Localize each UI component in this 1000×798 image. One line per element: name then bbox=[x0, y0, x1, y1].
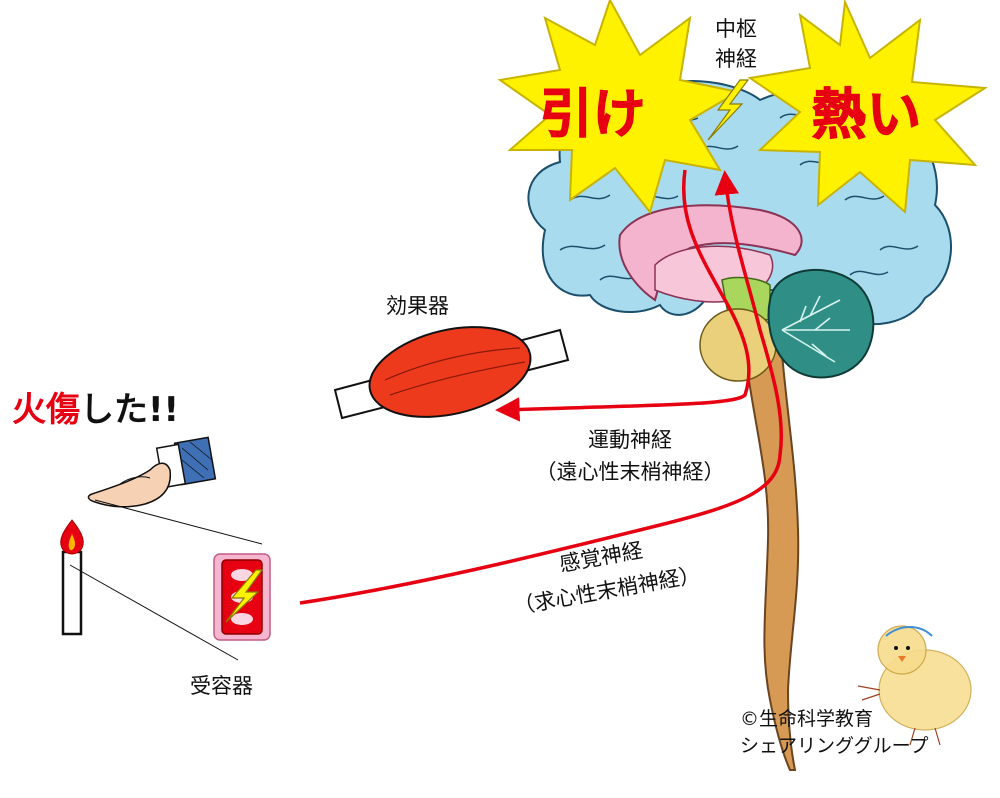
effector-label: 効果器 bbox=[386, 294, 449, 318]
motor-descending-path bbox=[495, 169, 751, 422]
central-nerve-label: 中枢 神経 bbox=[708, 14, 764, 74]
muscle-fibers bbox=[384, 347, 526, 396]
cerebellum bbox=[767, 268, 875, 379]
pointing-hand-icon bbox=[87, 436, 217, 508]
effector-muscle bbox=[368, 326, 532, 418]
motor-nerve-label: 運動神経 （遠心性末梢神経） bbox=[524, 424, 736, 488]
credit-line1: ©生命科学教育 bbox=[740, 708, 874, 730]
callout-line-bottom bbox=[69, 564, 239, 661]
chick-doodle-icon bbox=[857, 625, 972, 746]
burst-left bbox=[497, 0, 741, 215]
receptor-label: 受容器 bbox=[190, 674, 253, 698]
limbic-region bbox=[618, 204, 803, 302]
central-nerve-line1: 中枢 bbox=[715, 17, 757, 41]
cerebellum-branches bbox=[781, 295, 850, 363]
spinal-cord bbox=[740, 329, 800, 771]
burst-right bbox=[747, 0, 989, 215]
motor-nerve-sub: （遠心性末梢神経） bbox=[535, 460, 725, 484]
candle-body bbox=[61, 550, 83, 636]
receptor-lightning-icon bbox=[225, 569, 264, 623]
credit-label: ©生命科学教育 シェアリンググループ bbox=[740, 706, 928, 760]
title-red-part: 火傷 bbox=[12, 390, 80, 430]
title-burned: 火傷した!! bbox=[12, 382, 179, 431]
central-nerve-line2: 神経 bbox=[715, 47, 757, 71]
motor-nerve-name: 運動神経 bbox=[588, 428, 672, 452]
burst-right-text: 熱い bbox=[811, 82, 922, 147]
callout-line-top bbox=[94, 499, 263, 545]
title-black-part: した!! bbox=[80, 390, 180, 430]
sensory-ascending-path bbox=[299, 170, 784, 605]
central-lightning-icon bbox=[707, 79, 750, 141]
burst-left-text: 引け bbox=[539, 84, 647, 146]
credit-line2: シェアリンググループ bbox=[740, 735, 929, 757]
